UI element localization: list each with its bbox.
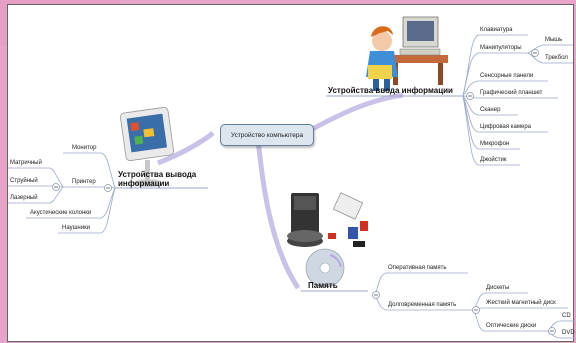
input-item-digital-camera: Цифровая камера — [480, 124, 532, 130]
manipulator-mouse: Мышь — [545, 37, 563, 43]
optical-dvd: DVD — [562, 330, 575, 336]
input-item-manipulators: Манипуляторы — [480, 45, 522, 51]
input-item-touch-panels: Сенсорные панели — [480, 73, 534, 79]
input-item-keyboard: Клавиатура — [480, 27, 513, 33]
storage-floppy: Дискеты — [486, 285, 510, 291]
output-devices-illustration — [120, 107, 174, 187]
branch-input — [303, 92, 404, 136]
mindmap-canvas: Устройство компьютера Устройства ввода и… — [7, 4, 575, 342]
input-devices-node: Устройства ввода информации — [328, 86, 453, 95]
output-item-headphones: Наушники — [62, 225, 91, 231]
printer-laser: Лазерный — [10, 195, 38, 201]
output-item-monitor: Монитор — [72, 145, 97, 151]
branch-memory — [255, 139, 301, 290]
output-connectors — [8, 152, 116, 234]
manipulator-trackball: Трекбол — [545, 55, 568, 61]
optical-cd: CD — [562, 313, 571, 319]
input-devices-illustration — [366, 16, 448, 91]
storage-hdd: Жесткий магнитный диск — [486, 300, 556, 306]
input-item-scanner: Сканер — [480, 107, 501, 113]
output-item-speakers: Акустические колонки — [30, 210, 92, 216]
printer-matrix: Матричный — [10, 160, 42, 166]
input-connectors — [462, 34, 573, 166]
memory-item-ram: Оперативная память — [388, 265, 447, 271]
input-item-joystick: Джойстик — [480, 157, 507, 163]
output-devices-node-line2: информации — [118, 179, 170, 188]
center-node: Устройство компьютера — [220, 124, 314, 146]
memory-item-long-term: Долговременная память — [388, 302, 457, 308]
output-devices-node-line1: Устройства вывода — [118, 170, 197, 179]
memory-node: Память — [308, 281, 338, 290]
mindmap-connectors — [8, 16, 575, 339]
output-item-printer: Принтер — [72, 179, 96, 185]
input-item-graphics-tablet: Графический планшет — [480, 90, 543, 96]
printer-inkjet: Струйный — [10, 178, 38, 184]
branch-output — [157, 131, 215, 166]
storage-optical: Оптические диски — [486, 323, 537, 329]
memory-illustration — [287, 192, 368, 288]
input-item-microphone: Микрофон — [480, 141, 510, 147]
